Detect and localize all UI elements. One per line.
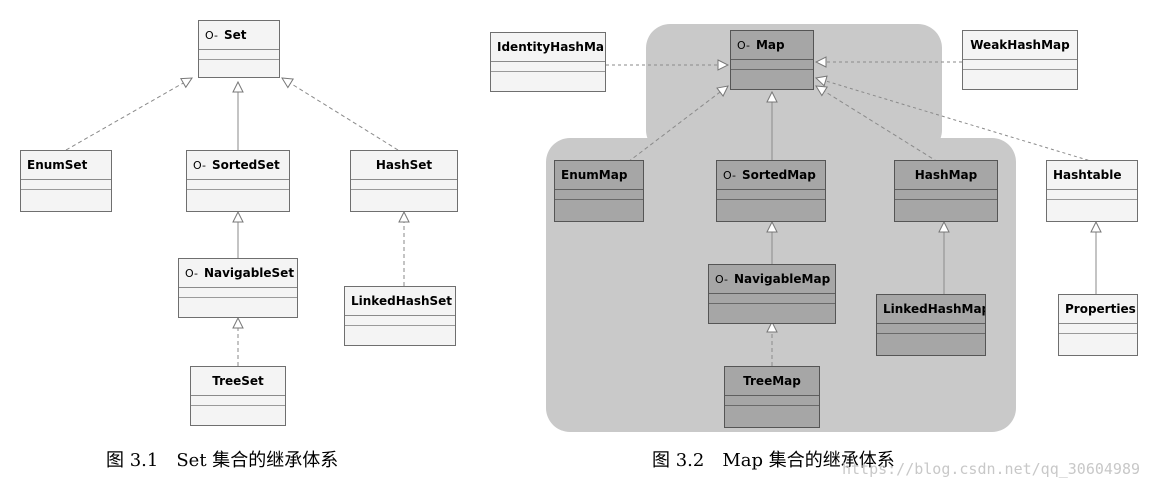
node-navigablemap: O- NavigableMap — [708, 264, 836, 324]
node-linkedhashmap-label: LinkedHashMap — [883, 302, 985, 316]
node-identityhashmap-label: IdentityHashMap — [497, 40, 605, 54]
interface-icon: O- — [205, 29, 218, 42]
node-navigableset: O- NavigableSet — [178, 258, 298, 318]
node-linkedhashset: LinkedHashSet — [344, 286, 456, 346]
figure-2-caption: 图 3.2 Map 集合的继承体系 — [652, 450, 895, 471]
node-linkedhashmap: LinkedHashMap — [876, 294, 986, 356]
node-hashtable: Hashtable — [1046, 160, 1138, 222]
edge-enummap-map — [627, 86, 728, 163]
node-hashmap: HashMap — [894, 160, 998, 222]
figure-1-caption: 图 3.1 Set 集合的继承体系 — [106, 450, 339, 471]
node-treeset-label: TreeSet — [212, 374, 264, 388]
node-navigablemap-label: NavigableMap — [733, 272, 831, 286]
node-weakhashmap: WeakHashMap — [962, 30, 1078, 90]
node-set-label: Set — [223, 28, 247, 42]
node-properties-label: Properties — [1065, 302, 1136, 316]
node-treemap-label: TreeMap — [743, 374, 801, 388]
node-treemap: TreeMap — [724, 366, 820, 428]
node-hashmap-label: HashMap — [914, 168, 978, 182]
node-enummap-label: EnumMap — [561, 168, 628, 182]
edge-enumset-set — [65, 78, 192, 151]
edge-hashset-set — [282, 78, 399, 151]
watermark: https://blog.csdn.net/qq_30604989 — [841, 460, 1140, 478]
node-treeset: TreeSet — [190, 366, 286, 426]
node-sortedset: O- SortedSet — [186, 150, 290, 212]
node-navigableset-label: NavigableSet — [203, 266, 295, 280]
node-enummap: EnumMap — [554, 160, 644, 222]
interface-icon: O- — [723, 169, 736, 182]
interface-icon: O- — [715, 273, 728, 286]
node-enumset: EnumSet — [20, 150, 112, 212]
node-linkedhashset-label: LinkedHashSet — [351, 294, 453, 308]
node-weakhashmap-label: WeakHashMap — [970, 38, 1070, 52]
interface-icon: O- — [193, 159, 206, 172]
node-hashtable-label: Hashtable — [1053, 168, 1122, 182]
node-hashset-label: HashSet — [375, 158, 433, 172]
node-map: O- Map — [730, 30, 814, 90]
node-map-label: Map — [755, 38, 785, 52]
node-enumset-label: EnumSet — [27, 158, 88, 172]
node-identityhashmap: IdentityHashMap — [490, 32, 606, 92]
node-sortedmap: O- SortedMap — [716, 160, 826, 222]
node-properties: Properties — [1058, 294, 1138, 356]
edge-hashmap-map — [816, 86, 939, 163]
edge-hashtable-map — [816, 78, 1095, 163]
node-set: O- Set — [198, 20, 280, 78]
node-sortedset-label: SortedSet — [211, 158, 280, 172]
interface-icon: O- — [185, 267, 198, 280]
interface-icon: O- — [737, 39, 750, 52]
node-hashset: HashSet — [350, 150, 458, 212]
node-sortedmap-label: SortedMap — [741, 168, 816, 182]
